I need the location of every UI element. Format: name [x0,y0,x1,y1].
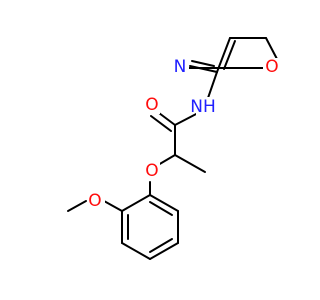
atom-o-methoxy-bg [87,193,105,211]
atom-o-ether-bg [144,162,160,180]
bond-c2-o-methoxy [103,200,123,212]
bond-o-methoxy-methyl [67,200,87,212]
atom-o-carbonyl-bg [144,96,160,114]
atom-labels: NH O O O N O [87,57,281,211]
atom-n-amide-symbol: N [190,97,203,117]
bond-ring-c3-c4 [121,242,151,260]
atom-o-ether: O [144,161,160,181]
atom-n-amide-hydrogen: H [203,97,216,117]
atom-n-amide-bg [196,97,220,117]
molecule-structure: NH O O O N O [67,37,281,260]
bond-c3-c4 [216,37,231,73]
atom-n-ring: N [173,57,189,77]
bond-ring-c6-c1-inner [149,201,173,216]
bond-ring-c4-c5-inner [149,238,173,253]
bond-n-ring-c3-inner [191,60,215,67]
bond-c3-c4-inner [223,40,236,70]
bonds [67,37,278,260]
bond-c-carbonyl-o-second [150,115,172,132]
atom-n-ring-label: N [174,57,187,77]
bond-c5-o-ring [265,37,278,60]
bond-c-alpha-o-ether [157,154,176,166]
bond-ring-c6-c1 [149,194,179,212]
atom-n-amide-label: NH [190,97,216,117]
bond-c-alpha-methyl [174,154,206,173]
atom-n-ring-bg [173,57,189,77]
atom-n-amide: NH [190,97,220,117]
atom-o-ring-label: O [265,57,278,77]
bond-n-ring-c3 [189,65,218,73]
bond-c3-n-amide [207,71,218,99]
bond-ring-c4-c5 [149,242,179,260]
atom-o-carbonyl: O [144,95,160,115]
atom-o-methoxy: O [87,191,105,211]
atom-o-ether-label: O [145,161,158,181]
atom-o-ring-bg [263,58,281,76]
atom-o-ring: O [263,57,281,77]
bond-n-amide-c-carbonyl [174,111,201,126]
atom-o-methoxy-label: O [88,191,101,211]
atom-o-carbonyl-label: O [145,95,158,115]
bond-ring-c1-c2 [121,194,151,212]
